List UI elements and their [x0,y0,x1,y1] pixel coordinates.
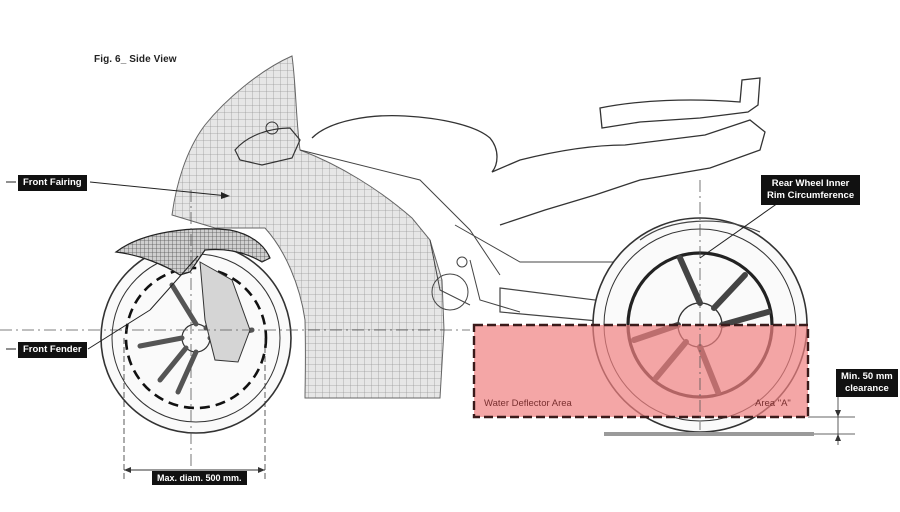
leader-front-fender-2 [149,255,199,311]
max-diameter-label: Max. diam. 500 mm. [152,471,247,485]
rear-rim-label-line2: Rim Circumference [767,190,855,201]
tank-outline [311,115,766,226]
front-fender-label: Front Fender [18,342,87,358]
handlebar [234,127,301,166]
tail-outline [599,77,761,129]
clearance-label-line1: Min. 50 mm [841,371,893,382]
front-fairing-label: Front Fairing [18,175,87,191]
clearance-arrow-top [835,410,841,417]
front-wheel [100,242,292,434]
water-deflector-text: Water Deflector Area [484,398,572,409]
front-fender-shape [114,228,271,276]
frame-lines [299,149,620,313]
leader-front-fairing [89,181,229,197]
fork-cap [265,121,279,135]
ground-shadow [604,432,814,436]
diam-arrow-right [258,467,265,473]
rear-rim-label-line1: Rear Wheel Inner [771,178,850,189]
clearance-label-line2: clearance [844,383,889,394]
front-fairing-label-text: Front Fairing [23,177,82,188]
clearance-label: Min. 50 mm clearance [836,369,898,397]
rear-rim-label: Rear Wheel Inner Rim Circumference [761,175,861,205]
clearance-arrow-bottom [835,434,841,441]
area-a-highlight [472,323,810,419]
rear-hugger [639,220,761,241]
max-diameter-label-text: Max. diam. 500 mm. [157,473,242,483]
figure-title: Fig. 6_ Side View [94,54,177,65]
area-a-text: Area "A" [755,398,791,409]
diam-arrow-left [124,467,131,473]
frame-pivot [456,256,468,268]
leader-front-fairing-arrow [221,192,230,199]
front-fairing-shape [171,55,445,399]
leader-front-fender [87,309,151,350]
leader-rear-rim [699,202,779,259]
engine-cover [431,273,469,311]
front-fender-label-text: Front Fender [23,344,82,355]
